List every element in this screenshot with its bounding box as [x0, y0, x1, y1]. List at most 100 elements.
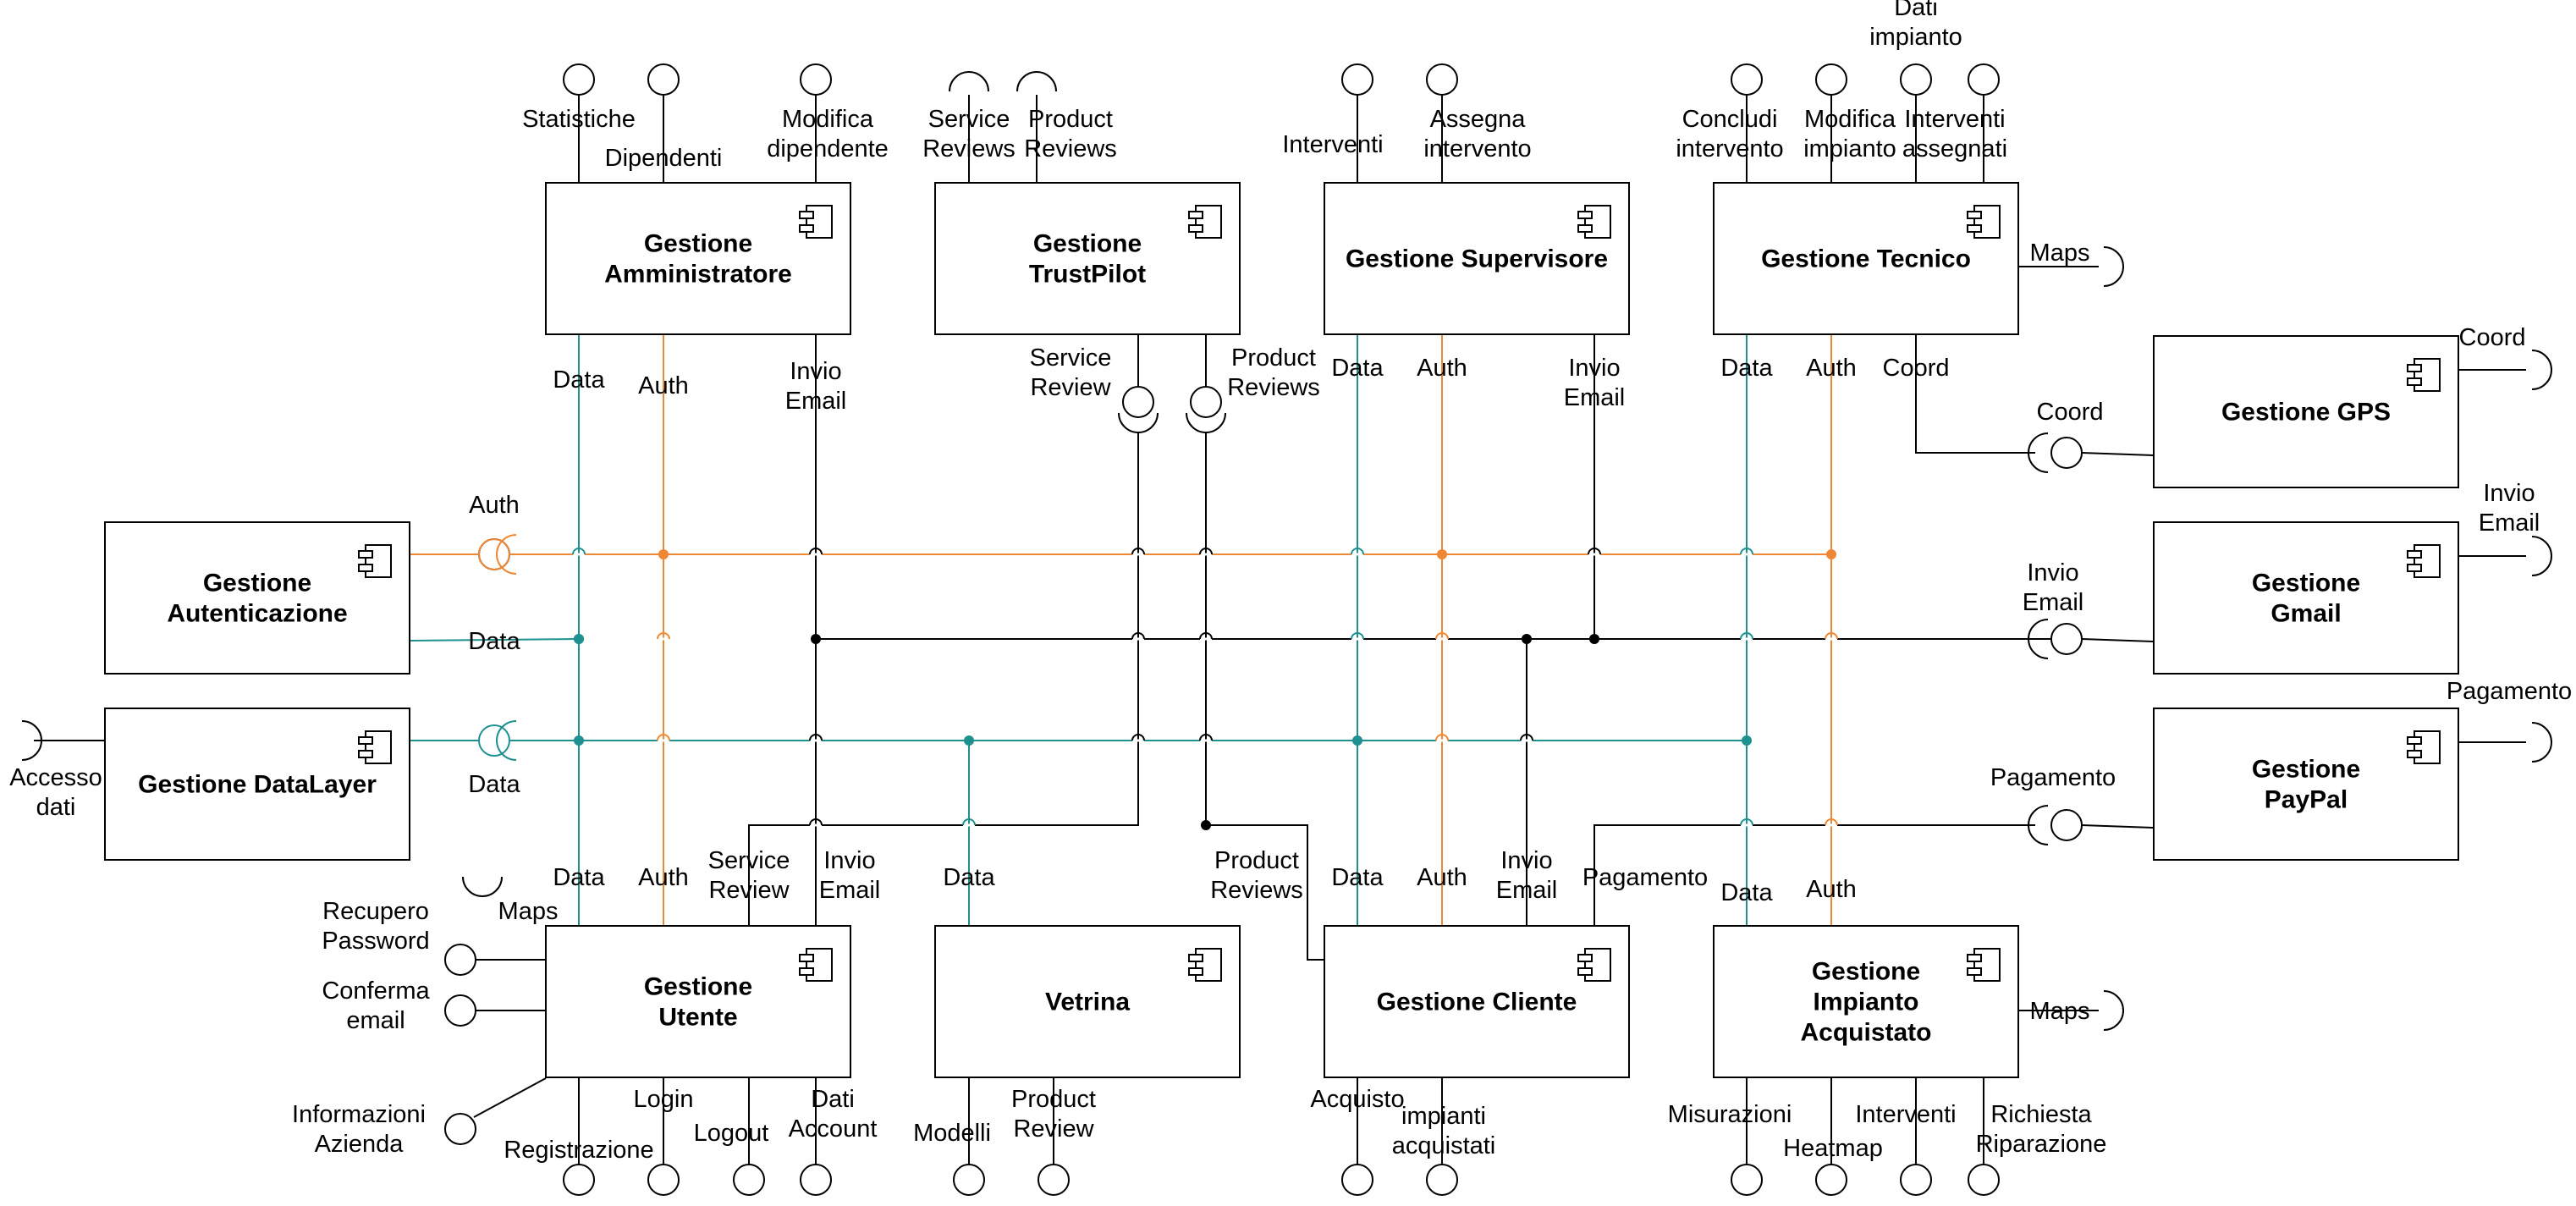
label-acquisto: Acquisto — [1310, 1086, 1404, 1113]
junction-dot — [574, 735, 584, 746]
required-interface-icon — [21, 720, 42, 761]
label-datalayer: Gestione DataLayer — [138, 771, 377, 799]
label-auth-autent: Auth — [469, 492, 520, 519]
junction-dot — [574, 634, 584, 644]
label-registrazione: Registrazione — [504, 1137, 653, 1164]
component-icon — [799, 205, 833, 239]
junction-dot — [811, 634, 821, 644]
component-icon — [358, 730, 392, 764]
provided-interface-icon — [2050, 437, 2083, 469]
provided-interface-icon — [647, 1164, 680, 1196]
required-interface-icon — [2028, 432, 2049, 473]
component-cliente[interactable] — [1324, 925, 1630, 1078]
label-auth-sup: Auth — [1417, 355, 1467, 382]
junction-dot — [658, 549, 669, 559]
label-cliente: Gestione Cliente — [1377, 988, 1577, 1016]
component-icon — [1188, 948, 1222, 982]
junction-dot — [1437, 549, 1447, 559]
junction-dot — [1742, 735, 1752, 746]
component-gps[interactable] — [2153, 335, 2459, 488]
provided-interface-icon — [800, 1164, 832, 1196]
provided-interface-icon — [1426, 1164, 1458, 1196]
label-coord-gps-out: Coord — [2459, 324, 2526, 351]
label-coord-tec: Coord — [1883, 355, 1950, 382]
provided-interface-icon — [1122, 386, 1154, 418]
component-impianto[interactable] — [1713, 925, 2019, 1078]
label-statistiche: Statistiche — [522, 106, 636, 133]
provided-interface-icon — [953, 1164, 985, 1196]
component-icon — [2407, 730, 2441, 764]
required-interface-icon — [462, 876, 503, 897]
label-tecnico: Gestione Tecnico — [1761, 245, 1971, 273]
component-autenticazione[interactable] — [104, 521, 410, 675]
label-auth-impianto: Auth — [1806, 876, 1857, 903]
label-data-cliente: Data — [1331, 864, 1384, 891]
wires — [34, 95, 2526, 1165]
label-pagamento-cliente: Pagamento — [1582, 864, 1708, 891]
provided-interface-icon — [444, 1113, 476, 1145]
required-interface-icon — [2028, 805, 2049, 845]
required-interface-icon — [496, 534, 517, 575]
provided-interface-icon — [1815, 1164, 1847, 1196]
label-coord-gps-in: Coord — [2037, 399, 2104, 426]
label-auth-tec: Auth — [1806, 355, 1857, 382]
component-trustpilot[interactable] — [934, 182, 1241, 335]
component-gmail[interactable] — [2153, 521, 2459, 675]
component-paypal[interactable] — [2153, 708, 2459, 861]
provided-interface-icon — [2050, 623, 2083, 655]
provided-interface-icon — [1968, 63, 2000, 96]
component-utente[interactable] — [545, 925, 851, 1078]
junction-dot — [1589, 634, 1599, 644]
component-icon — [1967, 205, 2001, 239]
component-icon — [799, 948, 833, 982]
component-amministratore[interactable] — [545, 182, 851, 335]
component-vetrina[interactable] — [934, 925, 1241, 1078]
provided-interface-icon — [1038, 1164, 1070, 1196]
provided-interface-icon — [1731, 1164, 1763, 1196]
component-supervisore[interactable] — [1324, 182, 1630, 335]
required-interface-icon — [1186, 412, 1226, 433]
required-interface-icon — [2531, 722, 2552, 763]
required-interface-icon — [1016, 71, 1057, 92]
provided-interface-icon — [444, 944, 476, 976]
label-data-admin: Data — [553, 366, 605, 394]
provided-interface-icon — [1900, 1164, 1932, 1196]
provided-interface-icon — [1426, 63, 1458, 96]
junction-dot — [1826, 549, 1836, 559]
label-data-dl: Data — [468, 771, 520, 798]
label-pagamento-out: Pagamento — [2447, 678, 2572, 705]
label-maps-utente: Maps — [498, 898, 559, 925]
label-modelli: Modelli — [913, 1120, 991, 1147]
required-interface-icon — [1118, 412, 1159, 433]
junction-dot — [964, 735, 974, 746]
label-logout: Logout — [694, 1120, 769, 1147]
label-dipendenti: Dipendenti — [605, 145, 723, 172]
component-datalayer[interactable] — [104, 708, 410, 861]
provided-interface-icon — [1190, 386, 1222, 418]
component-tecnico[interactable] — [1713, 182, 2019, 335]
provided-interface-icon — [800, 63, 832, 96]
